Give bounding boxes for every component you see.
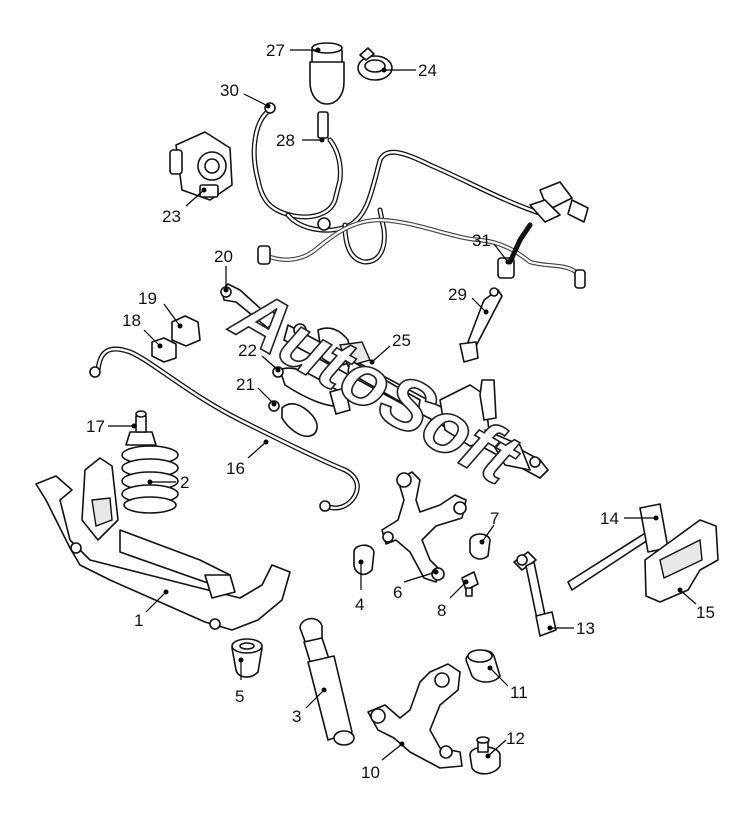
bushing-4 xyxy=(353,544,375,576)
callout-7: 7 xyxy=(490,509,499,528)
callout-17: 17 xyxy=(86,417,105,436)
callout-20: 20 xyxy=(214,247,233,266)
steering-rack xyxy=(283,323,549,479)
bracket-arm xyxy=(567,503,719,603)
callout-30: 30 xyxy=(220,81,239,100)
callout-23: 23 xyxy=(162,207,181,226)
hose-clamp xyxy=(357,47,393,81)
lower-control-arm xyxy=(367,663,463,769)
callout-3: 3 xyxy=(292,707,301,726)
stabilizer-bar xyxy=(89,346,360,512)
callout-13: 13 xyxy=(576,619,595,638)
rack-boots xyxy=(268,366,351,438)
front-subframe xyxy=(35,457,291,631)
callout-24: 24 xyxy=(418,61,437,80)
callout-8: 8 xyxy=(437,601,446,620)
callout-2: 2 xyxy=(180,473,189,492)
callout-15: 15 xyxy=(696,603,715,622)
ball-joint-8 xyxy=(461,571,479,597)
callout-1: 1 xyxy=(134,611,143,630)
steering-fluid-lines xyxy=(251,102,589,289)
callout-19: 19 xyxy=(138,289,157,308)
bushing-7 xyxy=(469,533,491,560)
callout-28: 28 xyxy=(276,131,295,150)
callout-6: 6 xyxy=(393,583,402,602)
callout-14: 14 xyxy=(600,509,619,528)
callout-10: 10 xyxy=(361,763,380,782)
callout-11: 11 xyxy=(510,683,528,702)
callout-25: 25 xyxy=(392,331,411,350)
power-steering-pump xyxy=(169,131,233,201)
bushing-11 xyxy=(465,649,501,683)
intermediate-shaft xyxy=(459,287,503,363)
callout-12: 12 xyxy=(506,729,525,748)
track-arm xyxy=(381,471,467,583)
callout-16: 16 xyxy=(226,459,245,478)
bushing-5 xyxy=(231,638,263,678)
callout-29: 29 xyxy=(448,285,467,304)
fluid-reservoir xyxy=(309,42,345,105)
shock-absorber xyxy=(299,617,355,746)
callout-18: 18 xyxy=(122,311,141,330)
callout-22: 22 xyxy=(238,341,257,360)
stabilizer-link xyxy=(513,551,557,637)
callout-21: 21 xyxy=(236,375,255,394)
callout-5: 5 xyxy=(235,687,244,706)
callout-4: 4 xyxy=(355,595,364,614)
callout-31: 31 xyxy=(472,231,491,250)
callout-27: 27 xyxy=(266,41,285,60)
callouts: 1 2 3 4 5 6 7 8 10 11 12 13 14 xyxy=(86,41,715,782)
ball-joint-12 xyxy=(469,736,501,775)
